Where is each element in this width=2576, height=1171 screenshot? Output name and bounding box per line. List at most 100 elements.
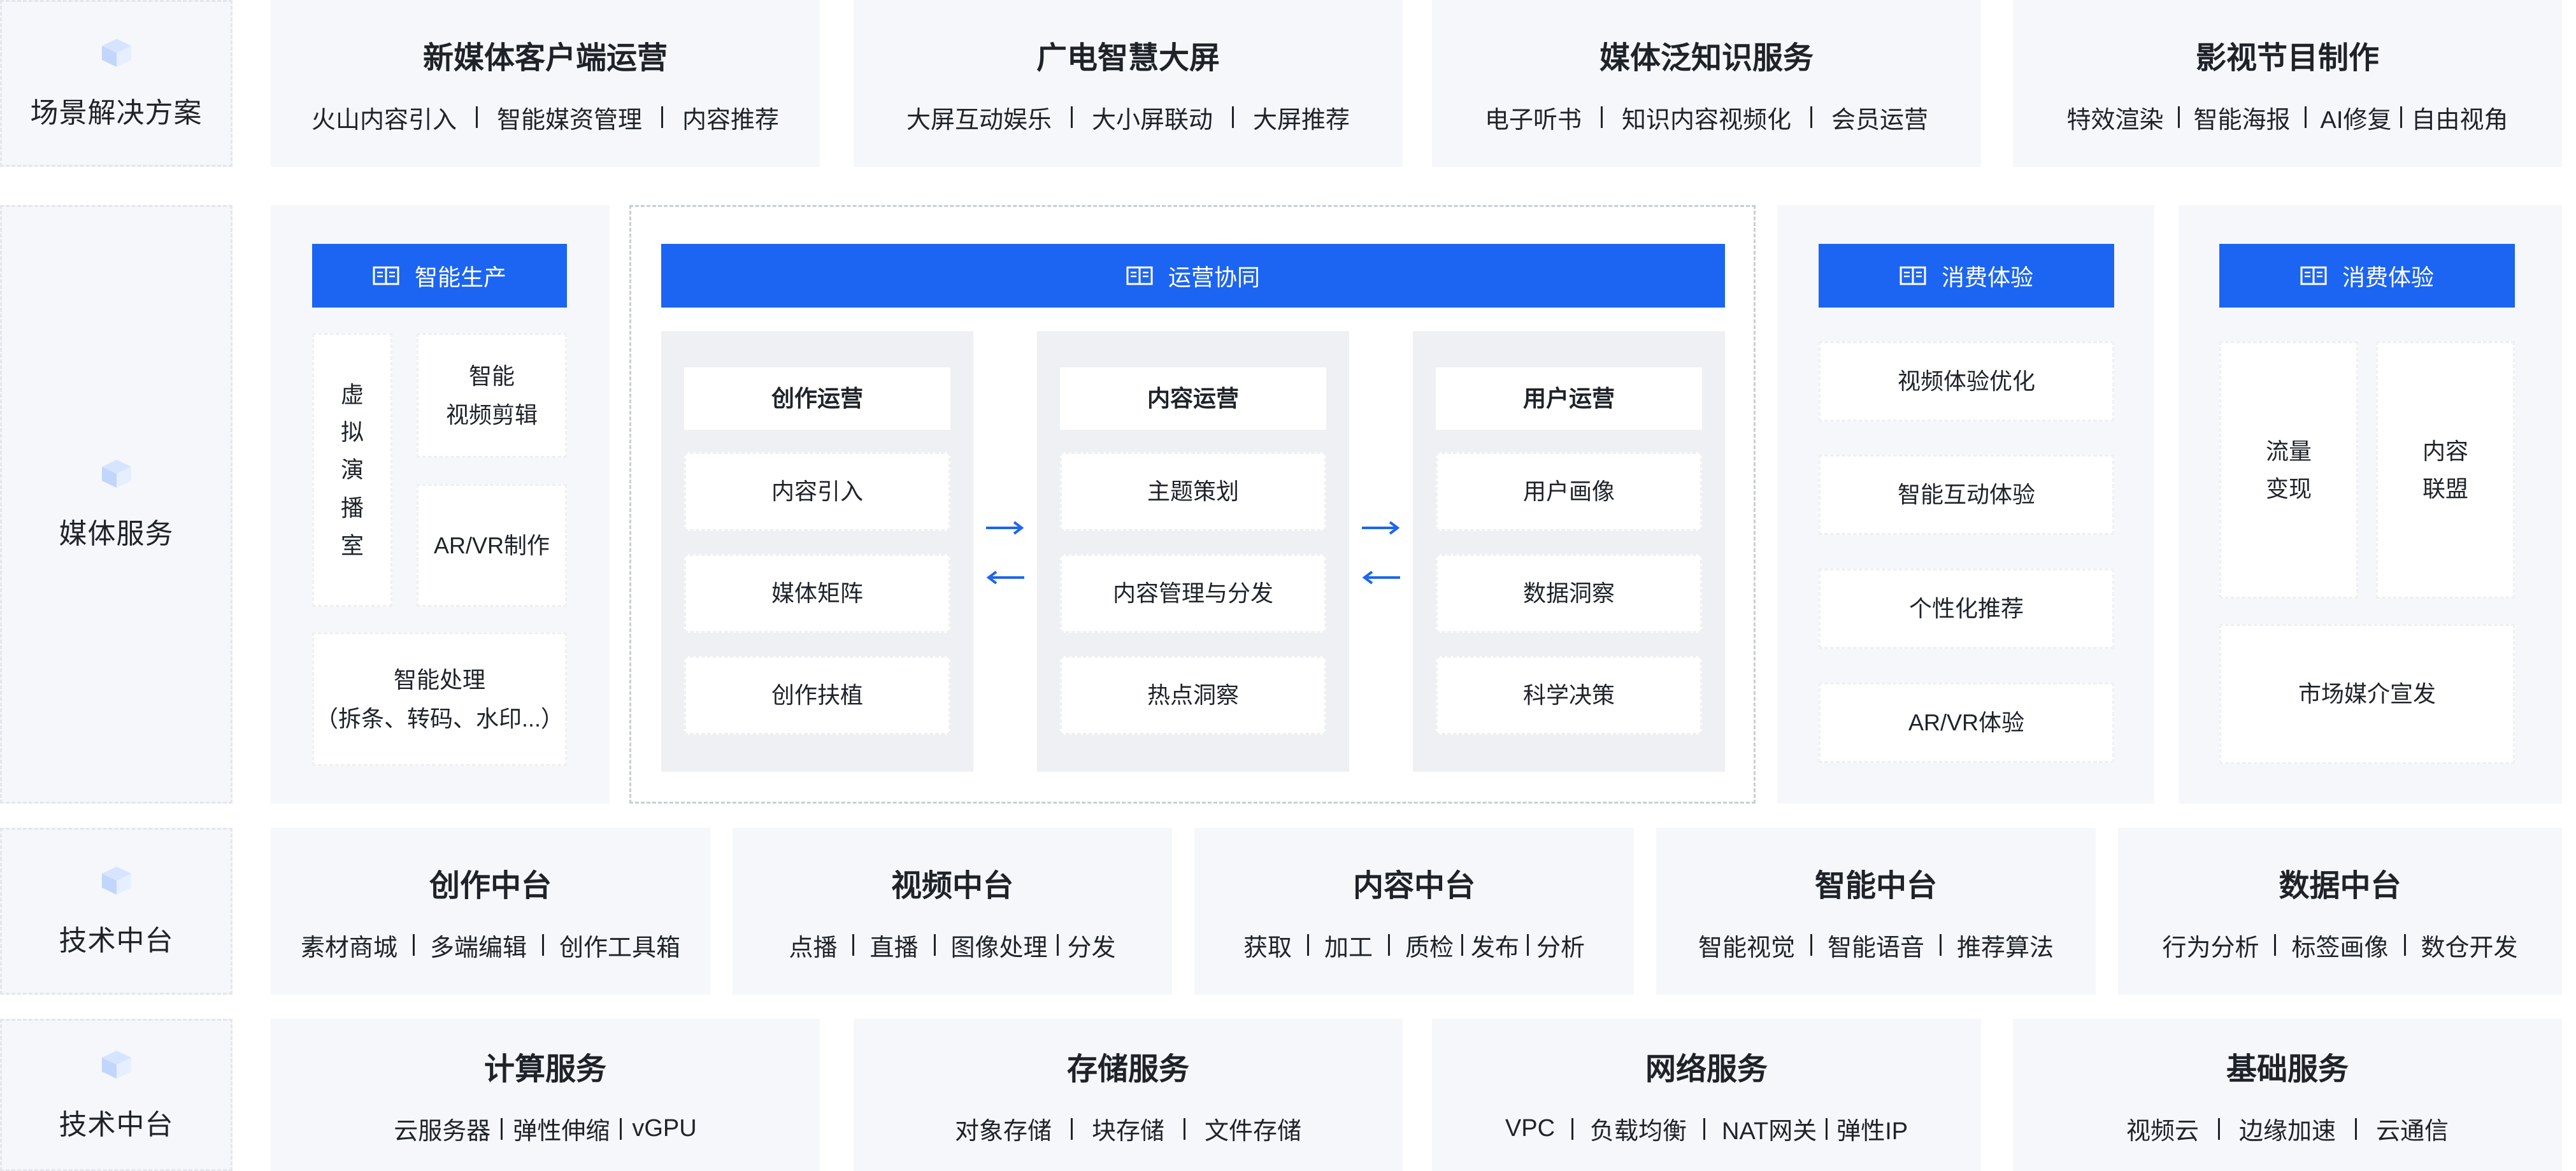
card-items: 对象存储 块存储 文件存储 xyxy=(955,1111,1301,1146)
arrow-right-icon xyxy=(1362,521,1400,535)
cube-icon xyxy=(101,39,131,67)
card-item: 知识内容视频化 xyxy=(1621,106,1791,134)
arrow-left-icon xyxy=(986,571,1024,585)
box-line: （拆条、转码、水印...） xyxy=(315,706,564,732)
separator xyxy=(1703,1118,1706,1140)
operations-header: 运营协同 xyxy=(661,244,1725,308)
card-title: 媒体泛知识服务 xyxy=(1599,41,1814,75)
market-box: 市场媒介宣发 xyxy=(2219,624,2515,764)
traffic-box: 流量 变现 xyxy=(2219,341,2358,599)
card-item: 文件存储 xyxy=(1205,1118,1302,1145)
card-item: 直播 xyxy=(869,934,919,962)
row-label-tech2: 技术中台 xyxy=(0,1019,233,1171)
infra-card-compute: 计算服务 云服务器 弹性伸缩 vGPU xyxy=(271,1019,820,1171)
separator xyxy=(933,934,936,956)
card-title: 存储服务 xyxy=(1066,1053,1189,1086)
separator xyxy=(412,934,415,956)
platform-card-content: 内容中台 获取 加工 质检 发布 分析 xyxy=(1194,828,1634,995)
card-item: 标签画像 xyxy=(2291,934,2389,962)
card-item: 特效渲染 xyxy=(2066,106,2164,134)
consumer-item: 视频体验优化 xyxy=(1819,341,2114,422)
card-title: 影视节目制作 xyxy=(2195,41,2379,75)
card-item: 自由视角 xyxy=(2411,106,2508,134)
card-title: 智能中台 xyxy=(1814,869,1937,903)
book-icon xyxy=(373,266,399,285)
card-items: 特效渲染 智能海报 AI修复 自由视角 xyxy=(2067,100,2508,135)
card-item: 会员运营 xyxy=(1831,106,1929,134)
box-line: 内容 xyxy=(2422,437,2468,464)
arrow-right-icon xyxy=(986,521,1024,535)
card-title: 新媒体客户端运营 xyxy=(422,41,668,75)
ops-item: 科学决策 xyxy=(1436,656,1702,735)
separator xyxy=(1527,934,1529,956)
card-item: 大小屏联动 xyxy=(1091,106,1213,134)
ops-column-title: 用户运营 xyxy=(1436,367,1702,430)
infra-card-network: 网络服务 VPC 负载均衡 NAT网关 弹性IP xyxy=(1432,1019,1981,1171)
row-label-text: 技术中台 xyxy=(59,1109,174,1140)
separator xyxy=(1810,106,1812,128)
infra-card-storage: 存储服务 对象存储 块存储 文件存储 xyxy=(854,1019,1403,1171)
card-item: 边缘加速 xyxy=(2238,1118,2336,1145)
card-item: 电子听书 xyxy=(1484,106,1582,134)
card-item: 云通信 xyxy=(2376,1118,2449,1145)
card-item: 弹性伸缩 xyxy=(513,1118,610,1145)
card-item: 分发 xyxy=(1067,934,1116,962)
card-item: 加工 xyxy=(1324,934,1373,962)
card-item: 对象存储 xyxy=(954,1118,1052,1145)
box-line: 流量 xyxy=(2265,437,2312,464)
card-item: 数仓开发 xyxy=(2421,934,2518,962)
ops-item: 创作扶植 xyxy=(684,656,950,735)
separator xyxy=(1306,934,1309,956)
scene-card-new-media: 新媒体客户端运营 火山内容引入 智能媒资管理 内容推荐 xyxy=(271,0,820,167)
separator xyxy=(2355,1118,2357,1140)
card-item: 弹性IP xyxy=(1836,1118,1908,1145)
separator xyxy=(1232,106,1234,128)
separator xyxy=(2217,1118,2220,1140)
card-items: 电子听书 知识内容视频化 会员运营 xyxy=(1485,100,1928,135)
card-item: 分析 xyxy=(1536,934,1585,962)
separator xyxy=(1070,106,1073,128)
card-items: 智能视觉 智能语音 推荐算法 xyxy=(1698,928,2054,963)
card-title: 数据中台 xyxy=(2279,869,2401,903)
card-title: 创作中台 xyxy=(429,869,552,903)
box-char: 室 xyxy=(340,532,364,559)
card-item: 获取 xyxy=(1243,934,1292,962)
card-item: vGPU xyxy=(632,1115,697,1142)
video-edit-box: 智能 视频剪辑 xyxy=(417,333,567,458)
consumer-header-1: 消费体验 xyxy=(1819,244,2114,308)
separator xyxy=(2304,106,2307,128)
separator xyxy=(1461,934,1463,956)
card-item: 负载均衡 xyxy=(1590,1118,1687,1145)
separator xyxy=(620,1118,622,1140)
box-char: 播 xyxy=(340,494,364,521)
separator xyxy=(2177,106,2180,128)
separator xyxy=(1826,1118,1828,1140)
header-label: 运营协同 xyxy=(1168,264,1260,290)
cube-icon xyxy=(101,1050,131,1079)
card-items: 点播 直播 图像处理 分发 xyxy=(789,928,1116,963)
card-items: VPC 负载均衡 NAT网关 弹性IP xyxy=(1505,1111,1908,1146)
card-items: 云服务器 弹性伸缩 vGPU xyxy=(394,1111,696,1146)
row-label-text: 场景解决方案 xyxy=(30,97,203,129)
separator xyxy=(1056,934,1059,956)
card-item: 云服务器 xyxy=(394,1118,491,1145)
separator xyxy=(2274,934,2277,956)
row-label-tech1: 技术中台 xyxy=(0,828,233,995)
card-item: 发布 xyxy=(1471,934,1520,962)
box-line: 智能 xyxy=(468,362,515,389)
card-items: 火山内容引入 智能媒资管理 内容推荐 xyxy=(311,100,779,135)
card-item: 视频云 xyxy=(2126,1118,2199,1145)
card-item: 火山内容引入 xyxy=(311,106,457,134)
platform-card-video: 视频中台 点播 直播 图像处理 分发 xyxy=(733,828,1172,995)
card-item: 创作工具箱 xyxy=(559,934,681,962)
card-items: 大屏互动娱乐 大小屏联动 大屏推荐 xyxy=(906,100,1350,135)
separator xyxy=(1600,106,1603,128)
card-title: 广电智慧大屏 xyxy=(1036,41,1220,75)
scene-card-knowledge: 媒体泛知识服务 电子听书 知识内容视频化 会员运营 xyxy=(1432,0,1981,167)
card-item: 智能媒资管理 xyxy=(496,106,642,134)
consumer-item: AR/VR体验 xyxy=(1819,683,2114,763)
cube-icon xyxy=(101,460,131,488)
book-icon xyxy=(2300,266,2327,285)
scene-card-film: 影视节目制作 特效渲染 智能海报 AI修复 自由视角 xyxy=(2013,0,2562,167)
card-title: 视频中台 xyxy=(891,869,1013,903)
